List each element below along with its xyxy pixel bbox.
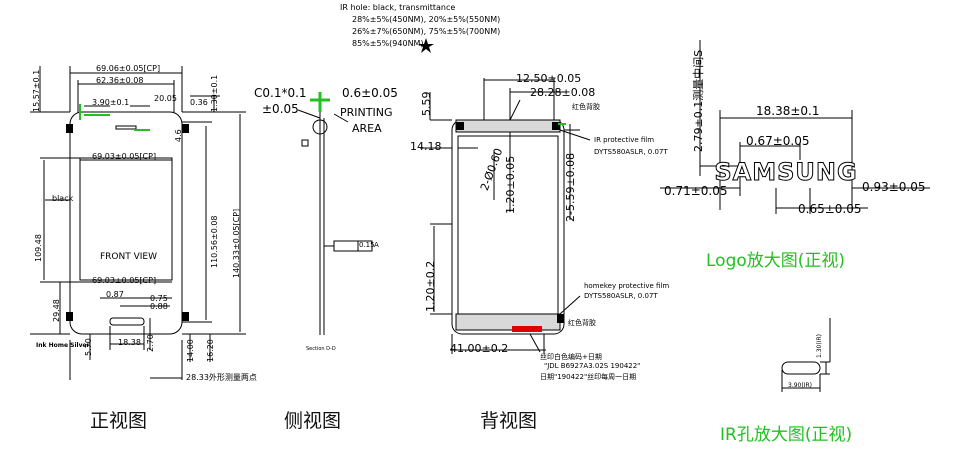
dim-front-3-90: 3.90±0.1 — [92, 98, 130, 107]
logo-dim-0-65: 0.65±0.05 — [798, 202, 862, 216]
back-ir-hole-left — [456, 122, 464, 130]
ir-hole-detail — [781, 318, 831, 392]
side-view — [297, 109, 373, 335]
front-right-tab — [182, 124, 189, 133]
side-small-box — [301, 139, 309, 147]
ir-note-line3: 26%±7%(650NM), 75%±5%(700NM) — [352, 27, 501, 36]
dim-front-110-56: 110.56±0.08 — [210, 215, 219, 268]
star-icon — [418, 38, 434, 53]
dim-front-display-width-top: 69.03±0.05[CP] — [92, 152, 157, 161]
dim-front-4-6: 4.6 — [174, 129, 183, 142]
back-red-adhesive-label-bottom: 红色背胶 — [568, 319, 596, 327]
front-bottom-right-tab — [182, 312, 189, 321]
caption-front-view: 正视图 — [90, 410, 148, 432]
dim-front-1-30: 1.30±0.1 — [210, 74, 219, 112]
back-homekey-film-spec: DYTS580ASLR, 0.07T — [584, 292, 658, 300]
dim-front-14-00: 14.00 — [186, 339, 195, 362]
front-black-tabs — [66, 124, 189, 321]
front-display-area — [79, 157, 173, 281]
dim-back-28-28: 28.28±0.08 — [530, 86, 596, 99]
dim-front-bottom-width: 28.33外形测量两点 — [186, 373, 257, 382]
dim-front-29-48: 29.48 — [52, 299, 61, 322]
ir-note-line2: 28%±5%(450NM), 20%±5%(550NM) — [352, 15, 501, 24]
logo-dim-0-93: 0.93±0.05 — [862, 180, 926, 194]
dim-front-0-87: 0.87 — [106, 290, 124, 299]
back-ir-film-band — [455, 119, 561, 133]
front-view — [30, 66, 246, 380]
side-green-marks — [310, 92, 330, 112]
dim-front-2-70: 2.70 — [146, 334, 155, 352]
front-view-label: FRONT VIEW — [100, 252, 158, 262]
dim-front-0-36: 0.36 — [190, 98, 208, 107]
dim-front-0-75: 0.75 — [150, 294, 168, 303]
dim-front-109-48: 109.48 — [34, 234, 43, 262]
samsung-logo-text: SAMSUNG — [714, 158, 857, 186]
ink-home-silver-note: Ink Home Silver — [36, 342, 90, 349]
dim-front-width-inner: 62.36±0.08 — [96, 76, 144, 85]
dim-back-41-00: 41.00±0.2 — [450, 342, 509, 355]
ir-note-line4: 85%±5%(940NM) — [352, 39, 424, 48]
logo-dim-18-38: 18.38±0.1 — [756, 104, 820, 118]
side-section-label: Section D-D — [306, 346, 336, 352]
front-home-key — [109, 317, 145, 326]
caption-back-view: 背视图 — [480, 410, 538, 432]
back-code-note3: 日期"190422"丝印每周一日期 — [540, 373, 637, 381]
front-outer-outline — [69, 111, 183, 335]
back-red-code-strip — [512, 326, 542, 332]
front-speaker-slot — [115, 125, 137, 130]
dim-front-width-cp: 69.06±0.05[CP] — [96, 64, 161, 73]
dim-back-5-59: 5.59 — [420, 91, 433, 117]
front-green-marks — [79, 104, 150, 131]
ir-dim-width: 3.90(IR) — [788, 382, 812, 389]
dim-front-20-05: 20.05 — [154, 94, 177, 103]
back-outer-outline — [451, 119, 565, 335]
ir-dim-height: 1.30(IR) — [816, 334, 823, 358]
logo-dim-0-71: 0.71±0.05 — [664, 184, 728, 198]
back-camera-band — [455, 119, 564, 332]
side-flatness-value: 0.15 — [359, 241, 375, 249]
caption-ir-detail: IR孔放大图(正视) — [720, 425, 853, 445]
logo-dim-0-67: 0.67±0.05 — [746, 134, 810, 148]
back-code-note2: "JDL B6927A3.02S 190422" — [544, 362, 641, 370]
dim-back-14-18: 14.18 — [410, 140, 442, 153]
back-homekey-film-label: homekey protective film — [584, 282, 670, 290]
side-thickness-dim: 0.6±0.05 — [342, 86, 398, 100]
back-ir-film-spec: DYTS580ASLR, 0.07T — [594, 148, 668, 156]
side-area-label: AREA — [352, 122, 382, 135]
dim-back-1-20a: 1.20±0.05 — [504, 155, 517, 214]
dim-back-12-50: 12.50±0.05 — [516, 72, 582, 85]
back-ir-film-label: IR protective film — [594, 136, 655, 144]
back-homekey-band — [455, 313, 561, 331]
front-left-tab — [66, 124, 73, 133]
side-datum: A — [374, 241, 379, 249]
logo-detail — [660, 40, 930, 214]
back-ir-hole-right — [552, 122, 560, 130]
side-chamfer-tol: ±0.05 — [262, 102, 299, 116]
side-chamfer-dim: C0.1*0.1 — [254, 86, 307, 100]
logo-vertical-note: 2.79±0.1测量中间S — [692, 49, 705, 152]
side-printing-label: PRINTING — [340, 106, 393, 119]
side-detail-circle — [312, 119, 328, 135]
back-red-adhesive-label-top: 红色背胶 — [572, 103, 600, 111]
back-code-note1: 丝印白色编码+日期 — [540, 353, 602, 361]
dim-front-18-38: 18.38 — [118, 338, 141, 347]
front-bottom-tab — [66, 312, 73, 321]
dim-front-0-88: 0.88 — [150, 302, 168, 311]
ir-note-line1: IR hole: black, transmittance — [340, 3, 456, 12]
dim-back-2-5-59: 2-5.59±0.08 — [564, 152, 577, 222]
dim-front-15-57: 15.57±0.1 — [32, 69, 41, 112]
dim-back-1-20b: 1.20±0.2 — [424, 260, 437, 312]
caption-side-view: 侧视图 — [284, 410, 342, 432]
dim-front-140-33: 140.33±0.05[CP] — [232, 208, 241, 278]
back-bottom-tab — [557, 314, 564, 323]
caption-logo-detail: Logo放大图(正视) — [706, 251, 846, 271]
dim-front-16-20: 16.20 — [206, 339, 215, 362]
ir-hole-shape — [781, 361, 821, 375]
dim-front-display-width-bottom: 69.03±0.05[CP] — [92, 276, 157, 285]
label-black: black — [52, 194, 74, 203]
